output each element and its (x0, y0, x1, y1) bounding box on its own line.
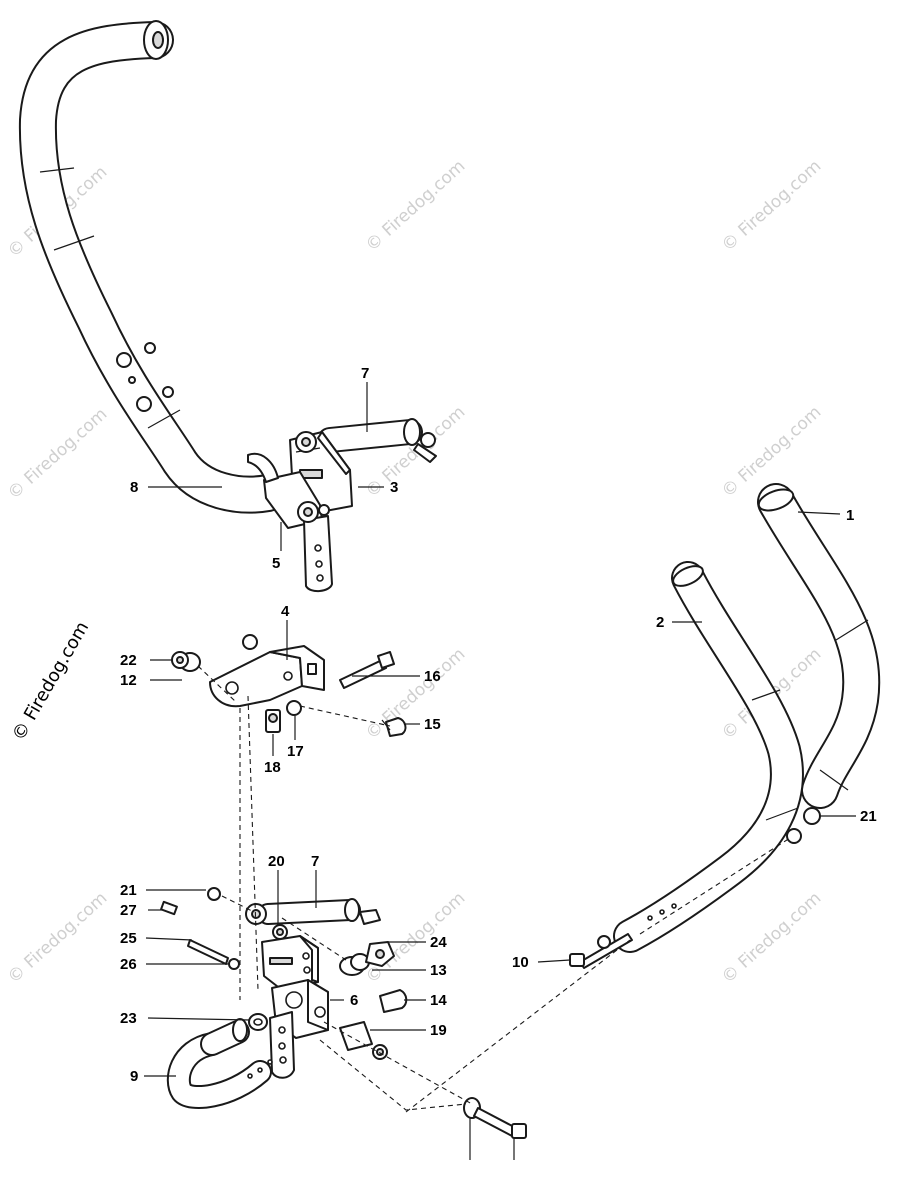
callout-15: 15 (424, 716, 441, 733)
callout-23: 23 (120, 1010, 137, 1027)
part-16-bolt (339, 651, 395, 689)
callout-22: 22 (120, 652, 137, 669)
callout-4: 4 (281, 603, 290, 620)
assembly-lines (197, 665, 791, 1113)
watermark-text: © Firedog.com (718, 156, 825, 255)
callout-16: 16 (424, 668, 441, 685)
callout-21: 21 (860, 808, 877, 825)
part-1-tube (757, 483, 881, 809)
callout-18: 18 (264, 759, 281, 776)
part-22-12-nut-washer (171, 651, 201, 672)
watermark-text: © Firedog.com (4, 888, 111, 987)
callout-leaders (144, 382, 856, 1077)
callout-21-lower: 21 (120, 882, 137, 899)
part-10-bolt (569, 933, 633, 969)
callout-2: 2 (656, 614, 664, 631)
part-17-nut (286, 700, 302, 716)
part-21-nut (786, 828, 802, 844)
callout-9: 9 (130, 1068, 138, 1085)
callout-17: 17 (287, 743, 304, 760)
callout-8: 8 (130, 479, 138, 496)
top-bracket-assembly (247, 418, 437, 592)
part-4-bracket (209, 634, 325, 708)
callout-19: 19 (430, 1022, 447, 1039)
callout-27: 27 (120, 902, 137, 919)
callout-10: 10 (512, 954, 529, 971)
callout-7-lower: 7 (311, 853, 319, 870)
callout-14: 14 (430, 992, 447, 1009)
watermark-text-dark: © Firedog.com (8, 618, 93, 744)
callout-labels: 7 8 3 5 1 2 4 22 12 16 15 17 18 21 20 7 … (120, 365, 877, 1085)
callout-13: 13 (430, 962, 447, 979)
callout-25: 25 (120, 930, 137, 947)
callout-1: 1 (846, 507, 854, 524)
callout-12: 12 (120, 672, 137, 689)
watermark-text: © Firedog.com (4, 404, 111, 503)
part-8-handle-tube (18, 20, 287, 514)
callout-20: 20 (268, 853, 285, 870)
watermark-text: © Firedog.com (362, 156, 469, 255)
callout-24: 24 (430, 934, 447, 951)
lower-assembly (160, 887, 408, 1109)
part-2-tube (613, 561, 804, 953)
callout-5: 5 (272, 555, 280, 572)
watermark-text: © Firedog.com (718, 888, 825, 987)
callout-7: 7 (361, 365, 369, 382)
bottom-bolt (463, 1097, 527, 1160)
callout-26: 26 (120, 956, 137, 973)
callout-6: 6 (350, 992, 358, 1009)
part-18-clip (265, 709, 281, 733)
callout-3: 3 (390, 479, 398, 496)
part-21-nut (803, 807, 821, 825)
part-15-pin (381, 717, 407, 737)
watermark-text: © Firedog.com (362, 888, 469, 987)
